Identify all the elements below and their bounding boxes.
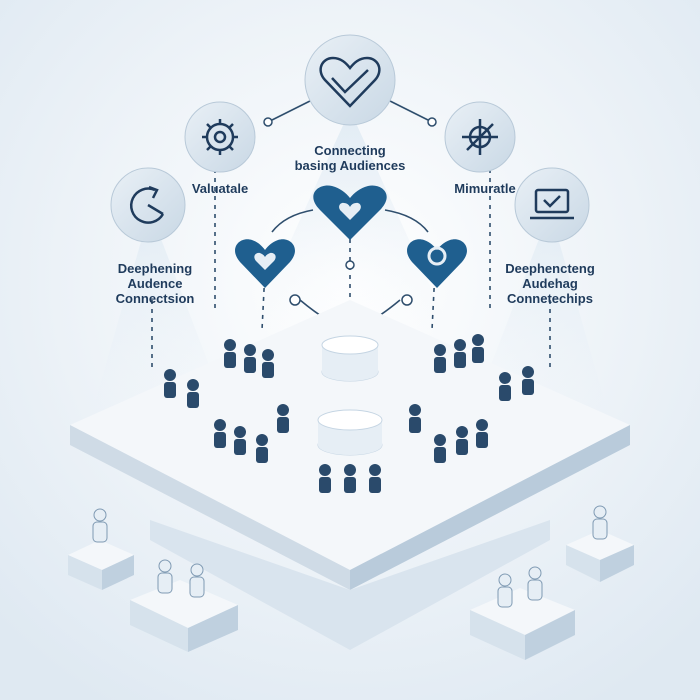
label-left-low: Deephening Audence Connectsion — [100, 261, 210, 306]
stage-lower-step — [150, 520, 550, 650]
icon-node-right-upper — [444, 101, 516, 173]
audience-group — [319, 464, 381, 493]
heart-ring-icon — [427, 246, 447, 266]
heart-icon — [339, 202, 361, 220]
label-right-low-line2: Audehag — [522, 276, 578, 291]
audience-group — [499, 366, 534, 401]
heart-handshake-icon — [319, 56, 381, 108]
cycle-arrow-icon — [129, 185, 165, 224]
icon-node-top — [304, 34, 396, 126]
heart-node-right — [407, 239, 467, 288]
audience-figures — [164, 334, 534, 493]
heart-node-left — [235, 239, 295, 288]
audience-group — [434, 334, 484, 373]
label-top: Connecting basing Audiences — [270, 143, 430, 173]
gear-icon — [202, 119, 238, 155]
side-block-right-bottom — [470, 566, 575, 660]
label-right-low-line1: Deephencteng — [505, 261, 595, 276]
heart-node-center — [313, 185, 387, 240]
connector-nodes — [263, 117, 437, 306]
side-block-left-top — [68, 508, 134, 590]
label-left-low-line3: Connectsion — [115, 291, 195, 306]
label-left-low-line1: Deephening — [117, 261, 193, 276]
icon-node-left-lower — [110, 167, 186, 243]
audience-group — [164, 369, 199, 408]
side-block-left-bottom — [130, 559, 238, 652]
light-beam — [470, 210, 610, 420]
heart-icon — [254, 252, 276, 270]
center-pedestal — [317, 335, 383, 456]
target-network-icon — [462, 119, 498, 155]
audience-group — [224, 339, 274, 378]
laptop-check-icon — [530, 188, 574, 220]
side-block-right-top — [566, 505, 634, 582]
label-left-mid: Valuatale — [191, 181, 249, 196]
label-top-line2: basing Audiences — [294, 158, 406, 173]
light-beam — [90, 210, 230, 420]
icon-node-left-upper — [184, 101, 256, 173]
audience-group — [214, 404, 289, 463]
audience-group — [409, 404, 488, 463]
label-right-mid: Mimuratle — [454, 181, 516, 196]
label-right-low: Deephencteng Audehag Connetechips — [490, 261, 610, 306]
icon-node-right-lower — [514, 167, 590, 243]
label-right-low-line3: Connetechips — [507, 291, 593, 306]
label-left-low-line2: Audence — [127, 276, 183, 291]
label-top-line1: Connecting — [314, 143, 386, 158]
